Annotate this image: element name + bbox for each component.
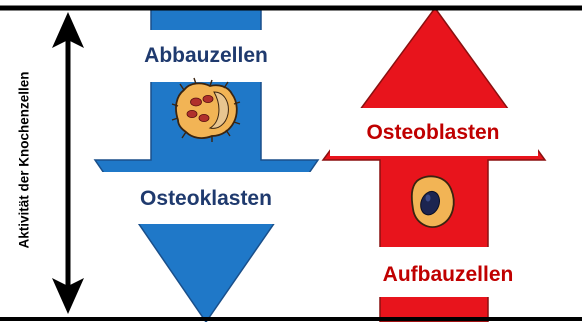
osteoklasten-label: Osteoklasten — [140, 188, 272, 209]
axis-label: Aktivität der Knochenzellen — [17, 71, 32, 248]
abbauzellen-label: Abbauzellen — [144, 45, 268, 66]
osteoblasten-label: Osteoblasten — [366, 122, 499, 143]
aufbauzellen-label: Aufbauzellen — [383, 264, 514, 285]
osteoblast-cell-icon — [412, 176, 454, 227]
